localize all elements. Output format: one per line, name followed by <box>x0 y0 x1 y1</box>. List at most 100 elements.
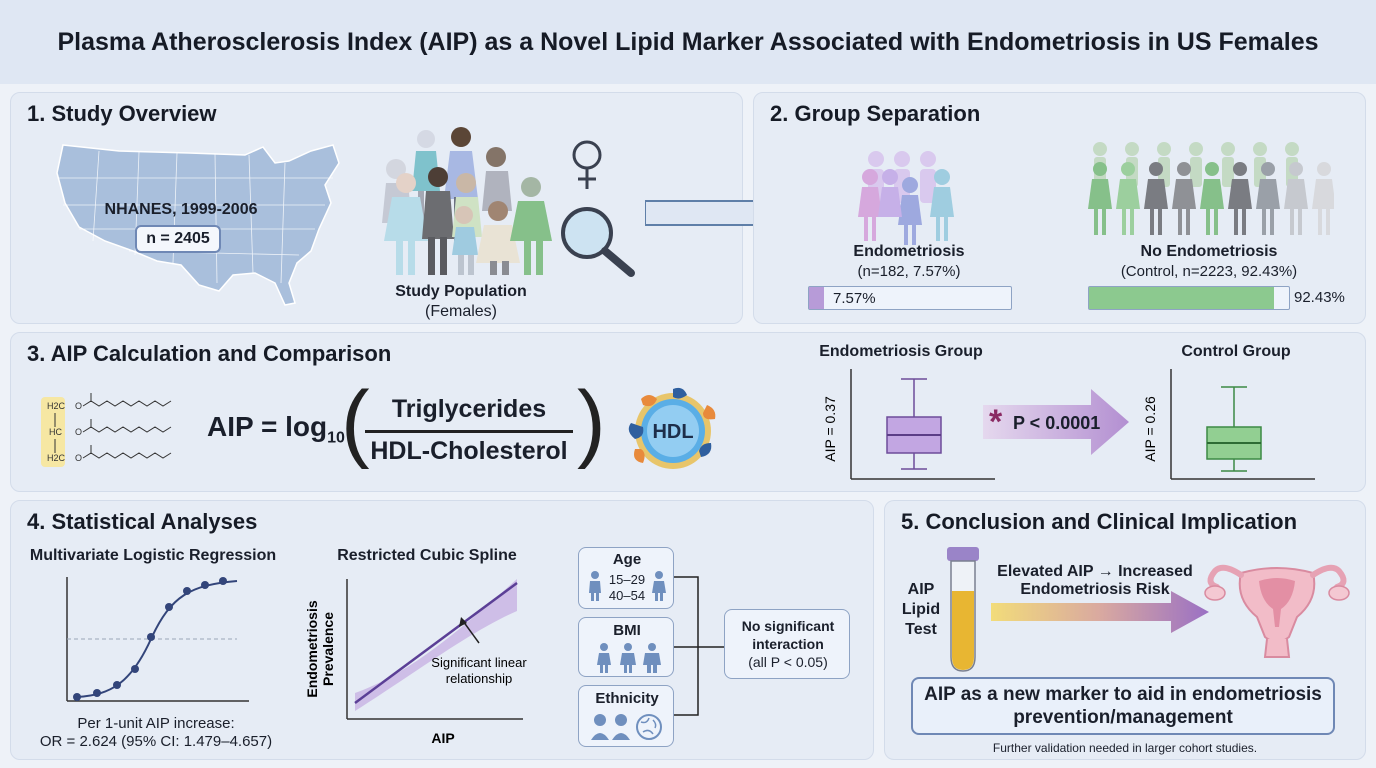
control-person-icon <box>1172 162 1196 235</box>
panel-3-heading: 3. AIP Calculation and Comparison <box>27 341 392 366</box>
control-proportion-fill <box>1089 287 1274 309</box>
panel-1-heading: 1. Study Overview <box>27 101 217 126</box>
age-range-2: 40–54 <box>608 588 646 603</box>
control-person-icon <box>1228 162 1252 235</box>
significance-asterisk-icon: * <box>989 403 1003 441</box>
ethnicity-icon <box>591 714 662 740</box>
endo-boxplot: AIP = 0.37 <box>822 369 995 480</box>
logit-curve <box>76 580 238 698</box>
rcs-confidence-band <box>355 579 517 711</box>
control-axis-label: AIP = 0.26 <box>1142 396 1158 462</box>
us-map-icon <box>56 144 340 306</box>
pvalue-arrow <box>983 389 1129 455</box>
age-person-icon <box>589 571 601 601</box>
aip-formula: AIP = log10 ( Triglycerides HDL-Choleste… <box>207 374 607 479</box>
source-label: NHANES, 1999-2006 <box>104 201 258 218</box>
marker-conclusion-box: AIP as a new marker to aid in endometrio… <box>911 677 1335 735</box>
endo-axis-label: AIP = 0.37 <box>822 396 838 462</box>
hdl-label: HDL <box>652 421 693 443</box>
page-title: Plasma Atherosclerosis Index (AIP) as a … <box>57 27 1319 56</box>
endometriosis-group-icon <box>858 151 954 245</box>
endo-sublabel: (n=182, 7.57%) <box>857 263 961 280</box>
marker-text-1: AIP as a new marker to aid in endometrio… <box>924 684 1322 705</box>
endo-group-title: Endometriosis Group <box>819 343 983 360</box>
logit-point <box>183 587 191 595</box>
rcs-note-1: Significant linear <box>431 655 527 670</box>
endo-pct-label: 7.57% <box>833 290 876 307</box>
panel-conclusion: 5. Conclusion and Clinical Implication A… <box>884 500 1366 760</box>
control-person-icon <box>1256 162 1280 235</box>
logistic-curve-plot <box>66 577 249 702</box>
mol-label-h2c-top: H2C <box>47 401 66 411</box>
formula-numerator: Triglycerides <box>391 395 547 423</box>
rcs-xlabel: AIP <box>431 730 454 746</box>
interaction-line-3: (all P < 0.05) <box>748 654 828 670</box>
control-pct-label: 92.43% <box>1294 289 1345 306</box>
panel-5-heading: 5. Conclusion and Clinical Implication <box>901 509 1298 534</box>
rcs-note-2: relationship <box>446 671 513 686</box>
mol-label-o2: O <box>75 427 82 437</box>
mol-label-o1: O <box>75 401 82 411</box>
control-person-icon <box>1200 162 1224 235</box>
rcs-ylabel-1: Endometriosis <box>304 600 320 697</box>
panel-aip-calculation: 3. AIP Calculation and Comparison H2C HC… <box>10 332 1366 492</box>
logit-point <box>113 681 121 689</box>
paren-left: ( <box>341 374 370 470</box>
rcs-annotation-arrow <box>462 620 480 644</box>
bmi-people-icon <box>597 643 661 673</box>
population-sublabel: (Females) <box>424 303 497 320</box>
control-person-icon <box>1144 162 1168 235</box>
logit-title: Multivariate Logistic Regression <box>29 547 277 564</box>
control-group-icon <box>1088 142 1334 235</box>
population-label: Study Population <box>395 283 527 300</box>
control-group-title: Control Group <box>1181 343 1291 360</box>
test-tube-icon <box>947 547 979 672</box>
logit-point <box>165 603 173 611</box>
rcs-ylabel-2: Prevalence <box>320 612 336 686</box>
marker-text-2: prevention/management <box>1013 707 1233 728</box>
control-person-icon <box>1284 162 1308 235</box>
paren-right: ) <box>577 374 606 470</box>
bmi-label: BMI <box>613 622 641 639</box>
formula-denominator: HDL-Cholesterol <box>370 437 568 465</box>
logit-point <box>147 633 155 641</box>
mol-label-o3: O <box>75 453 82 463</box>
control-person-icon <box>1312 162 1334 235</box>
logit-caption-2: OR = 2.624 (95% CI: 1.479–4.657) <box>39 733 273 750</box>
magnifier-icon <box>561 207 635 277</box>
rcs-fit-line <box>354 581 518 705</box>
mol-label-h2c-bottom: H2C <box>47 453 66 463</box>
age-range-1: 15–29 <box>608 572 646 587</box>
panel-study-overview: 1. Study Overview NHANES, 1999-2006 n = … <box>10 92 819 324</box>
rcs-title: Restricted Cubic Spline <box>337 547 517 564</box>
panel-statistical-analyses: 4. Statistical Analyses Multivariate Log… <box>10 500 874 760</box>
formula-left: AIP = log10 <box>207 411 345 448</box>
logit-point <box>201 581 209 589</box>
control-boxplot: AIP = 0.26 <box>1142 369 1315 480</box>
logit-caption-1: Per 1-unit AIP increase: <box>77 715 235 732</box>
control-person-icon <box>1088 162 1112 235</box>
panel-group-separation: 2. Group Separation Endometriosis (n=182… <box>753 92 1366 324</box>
risk-text-1: Elevated AIP → Increased <box>997 563 1193 580</box>
women-population-icon <box>382 127 552 275</box>
risk-text-2: Endometriosis Risk <box>1020 581 1170 598</box>
mol-label-hc: HC <box>49 427 62 437</box>
subgroup-ethnicity-card: Ethnicity <box>578 685 674 747</box>
rcs-plot: Endometriosis Prevalence Significant lin… <box>304 579 527 746</box>
test-label-2: Lipid <box>901 601 941 618</box>
interaction-connector <box>674 576 724 716</box>
glycerol-backbone-highlight <box>41 397 65 467</box>
panel-2-heading: 2. Group Separation <box>770 101 981 126</box>
ethnicity-label: Ethnicity <box>595 690 659 707</box>
panel-4-heading: 4. Statistical Analyses <box>27 509 258 534</box>
endo-proportion-fill <box>809 287 825 309</box>
subgroup-bmi-card: BMI <box>578 617 674 677</box>
subgroup-age-card: Age 15–29 40–54 <box>578 547 674 609</box>
formula-left-text: AIP = log <box>207 411 328 442</box>
pvalue-label: P < 0.0001 <box>1013 413 1101 433</box>
triglyceride-molecule-icon: H2C HC H2C O O O <box>47 393 172 463</box>
control-label: No Endometriosis <box>1140 243 1278 260</box>
risk-arrow <box>991 591 1209 633</box>
test-label-3: Test <box>905 621 937 638</box>
sample-size-badge: n = 2405 <box>135 225 221 253</box>
